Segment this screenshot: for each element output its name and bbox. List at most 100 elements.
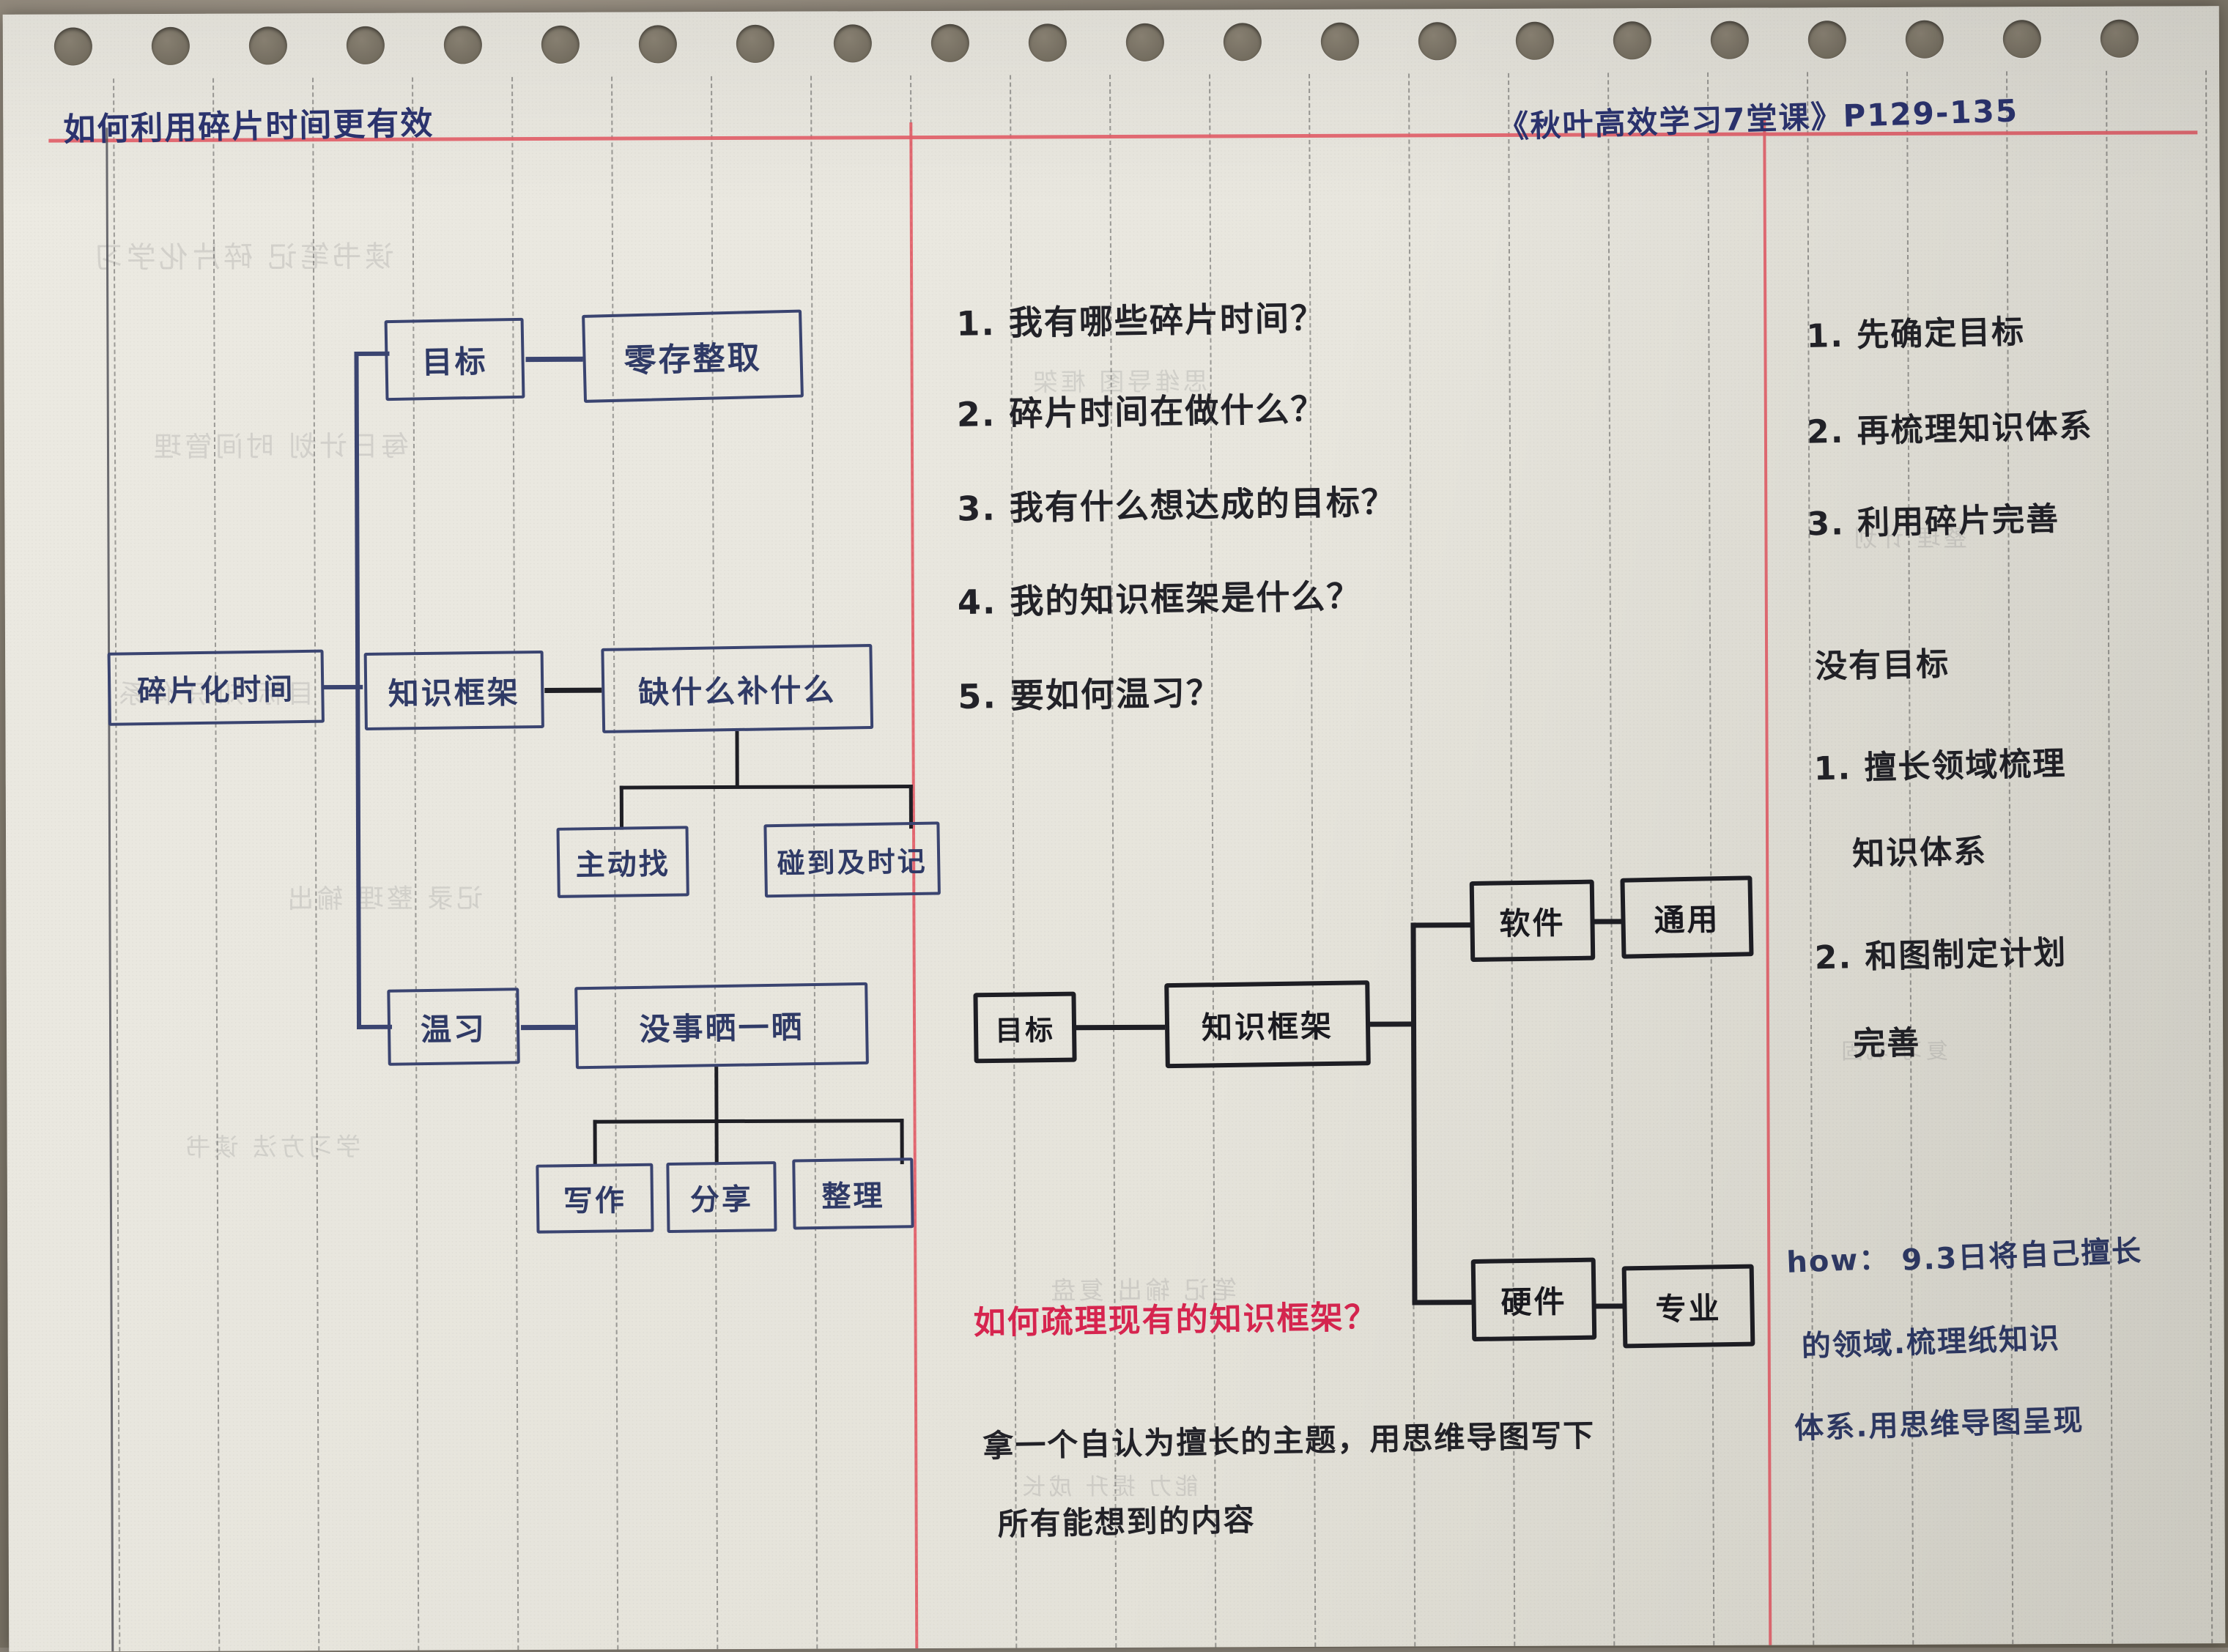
ruling-dashed-line bbox=[2205, 70, 2213, 1644]
punch-hole bbox=[346, 26, 385, 65]
question-item-4: 4. 我的知识框架是什么？ bbox=[957, 576, 1362, 623]
diagram-node-goal: 目标 bbox=[973, 991, 1077, 1064]
mindmap-drop-left-1 bbox=[619, 785, 623, 830]
ruling-dashed-line bbox=[1508, 73, 1516, 1646]
source-reference: 《秋叶高效学习7堂课》P129-135 bbox=[1497, 92, 2019, 145]
mindmap-drop-left-2 bbox=[593, 1119, 597, 1166]
punch-hole bbox=[638, 25, 677, 64]
how-note-line-1: 9.3日将自己擅长 bbox=[1901, 1234, 2144, 1278]
ghost-text: 每日计划 时间管理 bbox=[150, 429, 410, 464]
mindmap-connector-framework bbox=[544, 687, 602, 693]
mindmap-drop-air-out bbox=[714, 1067, 719, 1123]
mindmap-root-connector bbox=[322, 684, 363, 690]
punch-hole bbox=[1613, 21, 1651, 60]
mindmap-node-goal: 目标 bbox=[384, 317, 525, 401]
diagram-node-software: 软件 bbox=[1469, 879, 1596, 963]
mindmap-node-organizing: 整理 bbox=[792, 1157, 914, 1230]
diagram-bracket-top-arm bbox=[1410, 922, 1474, 928]
punch-hole bbox=[151, 26, 190, 66]
mindmap-connector-goal bbox=[525, 356, 583, 363]
mindmap-node-knowledge-framework: 知识框架 bbox=[363, 650, 544, 730]
mindmap-drop-fill-gaps bbox=[735, 730, 739, 788]
punch-hole bbox=[2100, 19, 2139, 58]
mindmap-node-fill-gaps: 缺什么补什么 bbox=[601, 644, 874, 733]
right-step-1: 1. 先确定目标 bbox=[1805, 313, 2026, 355]
punch-hole bbox=[1807, 21, 1846, 59]
ruling-dashed-line bbox=[511, 77, 519, 1651]
punch-hole bbox=[1418, 22, 1457, 61]
diagram-node-general: 通用 bbox=[1620, 875, 1754, 959]
punch-hole bbox=[1710, 21, 1749, 59]
punch-hole bbox=[53, 27, 92, 66]
red-column-divider-2 bbox=[1763, 119, 1772, 1645]
mindmap-node-zero-save: 零存整取 bbox=[582, 309, 804, 403]
mindmap-node-active-seek: 主动找 bbox=[556, 826, 689, 898]
diagram-node-professional: 专业 bbox=[1621, 1264, 1755, 1349]
punch-hole bbox=[1515, 21, 1554, 60]
ruling-dashed-line bbox=[1707, 72, 1715, 1645]
no-goal-item-1-line-2: 知识体系 bbox=[1851, 832, 1988, 873]
mindmap-node-air-out: 没事晒一晒 bbox=[574, 982, 869, 1070]
no-goal-item-2-line-1: 2. 和图制定计划 bbox=[1814, 934, 2068, 977]
diagram-connector-bracket-stem bbox=[1370, 1021, 1416, 1027]
mindmap-node-sharing: 分享 bbox=[666, 1161, 777, 1233]
question-item-3: 3. 我有什么想达成的目标？ bbox=[956, 481, 1397, 529]
ruling-dashed-line bbox=[113, 78, 121, 1652]
ghost-text: 学习方法 读书 bbox=[182, 1132, 361, 1163]
ruling-dashed-line bbox=[1408, 73, 1416, 1647]
ruling-dashed-line bbox=[1607, 73, 1616, 1646]
question-item-5: 5. 要如何温习？ bbox=[957, 673, 1222, 717]
punch-hole bbox=[833, 24, 872, 63]
no-goal-item-2-line-2: 完善 bbox=[1852, 1024, 1921, 1063]
ruling-dashed-line bbox=[2106, 70, 2114, 1644]
diagram-bracket-vertical bbox=[1410, 922, 1418, 1305]
how-note-line-2: 的领域.梳理纸知识 bbox=[1801, 1322, 2061, 1364]
how-note-line-3: 体系.用思维导图呈现 bbox=[1794, 1404, 2085, 1446]
ghost-text: 记录 整理 输出 bbox=[284, 884, 484, 915]
mindmap-spine-bottom-hook bbox=[357, 1024, 393, 1029]
mindmap-node-note-immediately: 碰到及时记 bbox=[763, 821, 941, 898]
diagram-connector-software bbox=[1593, 919, 1623, 925]
punch-hole bbox=[930, 23, 969, 62]
punch-hole bbox=[248, 26, 287, 65]
punch-hole bbox=[443, 26, 482, 64]
right-step-3: 3. 利用碎片完善 bbox=[1806, 500, 2060, 544]
punch-hole bbox=[1223, 23, 1262, 62]
mindmap-drop-mid-2 bbox=[714, 1119, 719, 1166]
answer-line-1: 拿一个自认为擅长的主题，用思维导图写下 bbox=[982, 1417, 1596, 1464]
mindmap-connector-review bbox=[521, 1024, 576, 1031]
punch-hole bbox=[1905, 20, 1944, 59]
ruling-dashed-line bbox=[212, 78, 221, 1651]
mindmap-bracket-review bbox=[593, 1119, 904, 1124]
diagram-node-framework: 知识框架 bbox=[1164, 980, 1371, 1069]
question-item-1: 1. 我有哪些碎片时间？ bbox=[955, 297, 1326, 344]
punch-hole bbox=[736, 24, 774, 63]
mindmap-node-review: 温习 bbox=[387, 988, 520, 1066]
question-item-2: 2. 碎片时间在做什么？ bbox=[956, 388, 1326, 434]
mindmap-node-root: 碎片化时间 bbox=[107, 649, 325, 726]
mindmap-bracket-fill-gaps bbox=[619, 785, 913, 790]
mindmap-spine-top-hook bbox=[354, 351, 390, 356]
lined-paper-sheet: 读书笔记 碎片化学习每日计划 时间管理目标 知识 体系记录 整理 输出学习方法 … bbox=[2, 6, 2226, 1652]
right-step-2: 2. 再梳理知识体系 bbox=[1806, 407, 2094, 451]
punch-hole bbox=[1320, 22, 1359, 61]
ruling-dashed-line bbox=[312, 78, 320, 1651]
ruling-dashed-line bbox=[412, 77, 420, 1651]
no-goal-heading: 没有目标 bbox=[1814, 645, 1950, 686]
diagram-node-hardware: 硬件 bbox=[1470, 1257, 1597, 1342]
punch-hole bbox=[541, 25, 580, 64]
punch-hole bbox=[1125, 23, 1164, 62]
diagram-connector-hardware bbox=[1594, 1303, 1624, 1309]
page-title: 如何利用碎片时间更有效 bbox=[62, 105, 434, 149]
ghost-text: 读书笔记 碎片化学习 bbox=[91, 240, 394, 275]
punch-hole bbox=[2002, 20, 2041, 59]
how-note-label: how： bbox=[1785, 1242, 1891, 1280]
red-question: 如何疏理现有的知识框架？ bbox=[973, 1298, 1378, 1342]
no-goal-item-1-line-1: 1. 擅长领域梳理 bbox=[1813, 745, 2067, 788]
diagram-connector-goal bbox=[1076, 1024, 1166, 1031]
mindmap-node-writing: 写作 bbox=[536, 1163, 654, 1234]
punch-hole bbox=[1028, 23, 1067, 62]
diagram-bracket-bottom-arm bbox=[1412, 1300, 1476, 1305]
left-margin-line bbox=[106, 127, 114, 1652]
